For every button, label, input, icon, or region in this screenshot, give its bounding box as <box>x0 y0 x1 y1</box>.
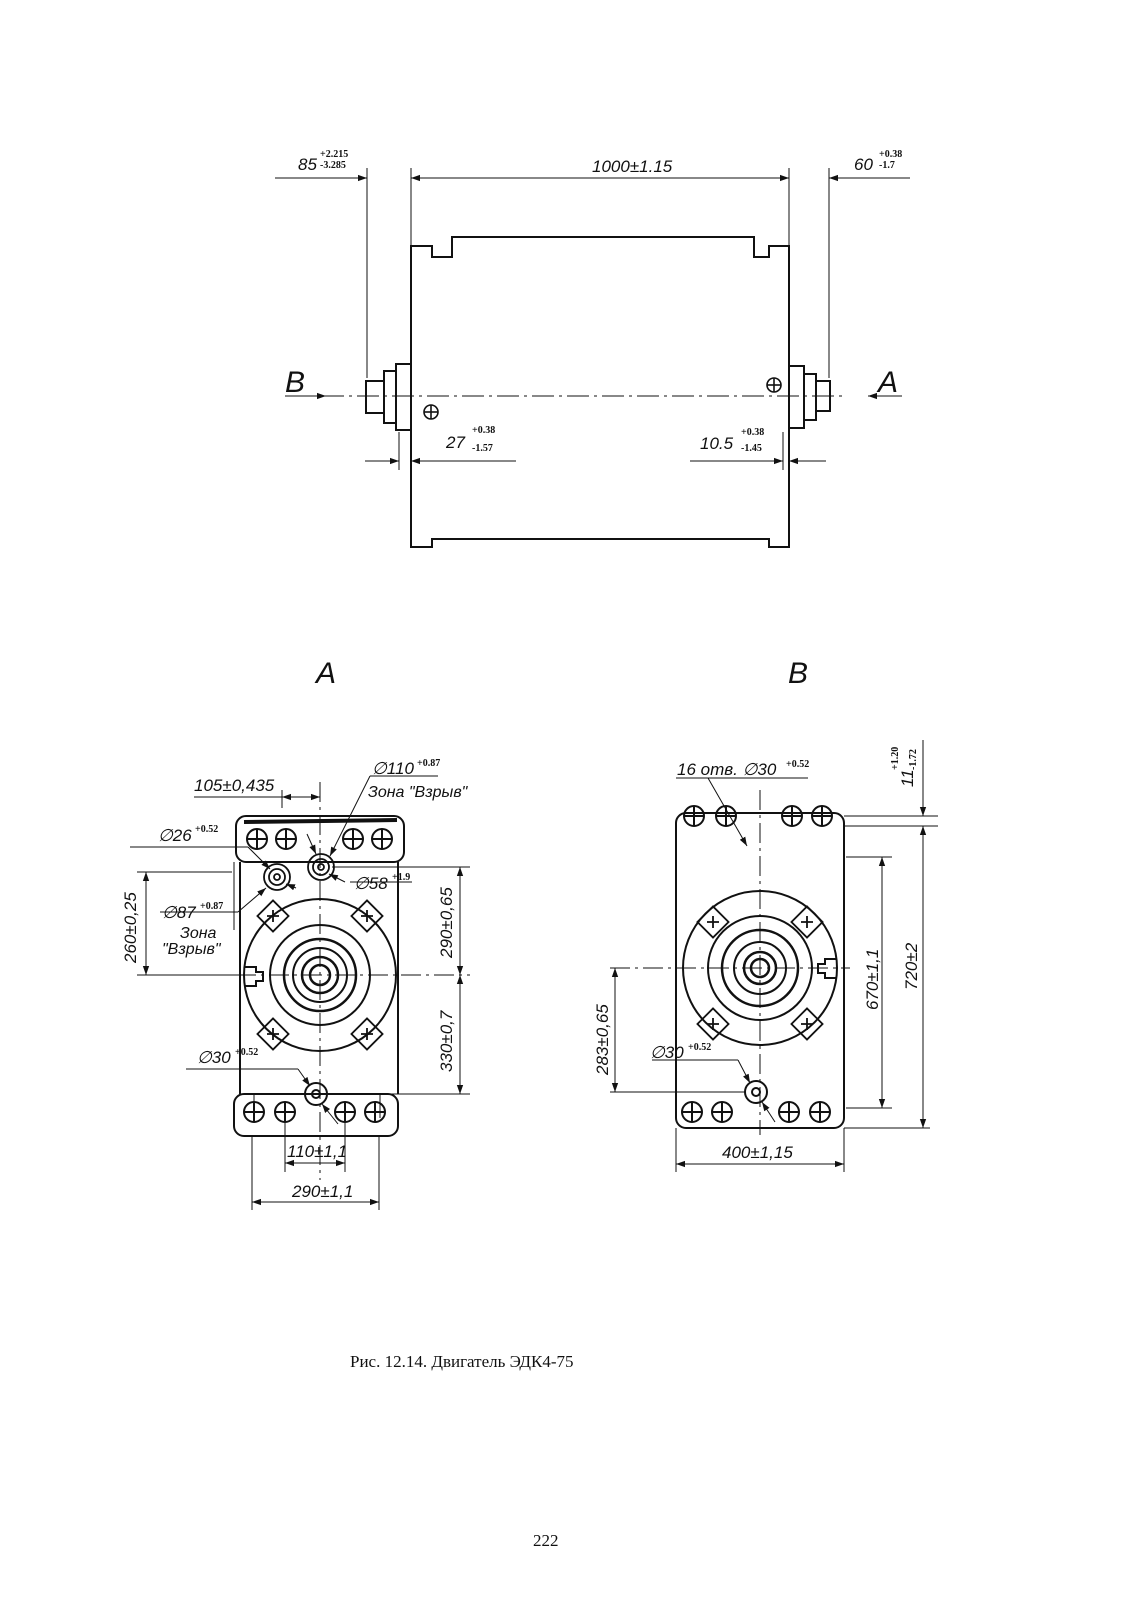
view-b-boss-bolts <box>696 905 824 1041</box>
view-b-dia30-boss <box>744 1080 768 1104</box>
dim-400: 400±1,15 <box>722 1143 793 1162</box>
dim-right-value: 60 <box>854 155 873 174</box>
dim-length: 1000±1.15 <box>592 157 673 176</box>
view-a-title: A <box>314 657 336 690</box>
dia-30-b-tol: +0.52 <box>688 1042 711 1053</box>
view-a-boss-bolts <box>256 899 384 1051</box>
dim-11-tol-plus: +1.20 <box>890 747 901 770</box>
dia-87-tol: +0.87 <box>200 901 223 912</box>
view-marker-b: B <box>285 366 305 399</box>
view-a-dia30-boss <box>304 1082 328 1106</box>
dim-110-horizontal: 110±1,1 <box>287 1142 347 1161</box>
view-a-top-holes <box>246 828 393 850</box>
dim-670: 670±1,1 <box>863 949 882 1010</box>
dim-left-tol-minus: -3.285 <box>320 160 346 171</box>
right-shaft-end <box>788 365 805 429</box>
zone-label-2b: "Взрыв" <box>162 941 222 958</box>
view-b-labels: 16 отв. ∅30 +0.52 11 +1.20 -1.72 670±1,1… <box>593 747 921 1162</box>
figure-caption: Рис. 12.14. Двигатель ЭДК4-75 <box>350 1352 574 1371</box>
page-number: 222 <box>533 1531 559 1550</box>
view-a-zone-openings <box>263 853 335 891</box>
dim-right-tol-plus: +0.38 <box>879 149 902 160</box>
view-a <box>130 775 470 1210</box>
dia-58-value: ∅58 <box>354 874 388 893</box>
dim-290-horizontal: 290±1,1 <box>291 1182 353 1201</box>
side-view <box>275 168 910 548</box>
dim-offset-right-value: 10.5 <box>700 434 734 453</box>
dim-left-tol-plus: +2.215 <box>320 149 348 160</box>
dim-105: 105±0,435 <box>194 776 275 795</box>
dia-30-a-value: ∅30 <box>197 1048 231 1067</box>
dim-right-tol-minus: -1.7 <box>879 160 895 171</box>
dia-30-b-value: ∅30 <box>650 1043 684 1062</box>
view-b-bottom-holes <box>681 1101 831 1123</box>
view-a-bottom-flange <box>233 1093 399 1137</box>
dim-260: 260±0,25 <box>121 892 140 964</box>
dim-offset-right-tol-plus: +0.38 <box>741 427 764 438</box>
zone-label-2a: Зона <box>180 925 217 942</box>
dia-26-tol: +0.52 <box>195 824 218 835</box>
dim-offset-right-tol-minus: -1.45 <box>741 443 762 454</box>
dim-11-tol-minus: -1.72 <box>908 749 919 770</box>
view-marker-a: A <box>876 366 898 399</box>
view-b-top-holes <box>683 805 833 827</box>
view-b-title: B <box>788 657 808 690</box>
dim-330: 330±0,7 <box>437 1010 456 1072</box>
zone-label-1: Зона "Взрыв" <box>368 784 469 801</box>
holes-tol: +0.52 <box>786 759 809 770</box>
dia-58-tol: +1.9 <box>392 872 410 883</box>
dia-26-value: ∅26 <box>158 826 192 845</box>
holes-label: 16 отв. ∅30 <box>677 760 777 779</box>
motor-body-outline <box>410 236 790 548</box>
dia-110-tol: +0.87 <box>417 758 440 769</box>
bolt-mark-right <box>766 377 782 393</box>
dim-offset-left-value: 27 <box>445 433 465 452</box>
view-a-labels: 105±0,435 ∅110 +0.87 Зона "Взрыв" ∅26 +0… <box>121 758 469 1201</box>
dim-left-value: 85 <box>298 155 317 174</box>
dim-290-vertical: 290±0,65 <box>437 887 456 959</box>
dim-offset-left-tol-minus: -1.57 <box>472 443 493 454</box>
dim-11-value: 11 <box>898 769 917 787</box>
view-b <box>610 740 938 1172</box>
dia-87-value: ∅87 <box>162 903 196 922</box>
dia-30-a-tol: +0.52 <box>235 1047 258 1058</box>
left-shaft-end <box>365 380 385 414</box>
dia-110-value: ∅110 <box>372 759 414 778</box>
dim-offset-left-tol-plus: +0.38 <box>472 425 495 436</box>
dim-720: 720±2 <box>902 942 921 990</box>
bolt-mark-left <box>423 404 439 420</box>
dim-283: 283±0,65 <box>593 1004 612 1076</box>
side-view-labels: 85 +2.215 -3.285 1000±1.15 60 +0.38 -1.7… <box>285 149 902 454</box>
